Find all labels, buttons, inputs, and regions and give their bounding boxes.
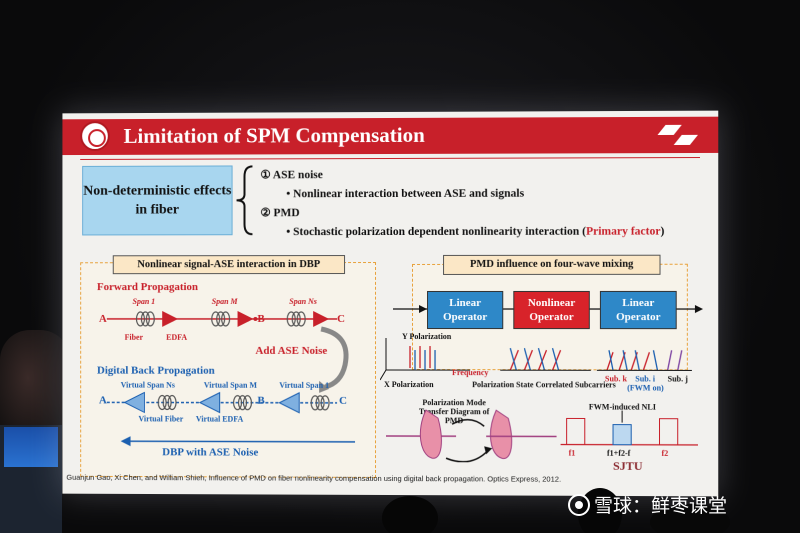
projected-slide: Limitation of SPM Compensation Non-deter…: [62, 110, 719, 497]
point-A-forward: A: [98, 312, 107, 325]
spanNs-label: Span Ns: [289, 297, 317, 306]
linear-operator-1: Linear Operator: [427, 290, 504, 330]
edfa-label: EDFA: [166, 332, 188, 342]
xueqiu-watermark: 雪球：鲜枣课堂: [568, 491, 727, 518]
non-deterministic-box: Non-deterministic effects in fiber: [82, 165, 233, 236]
vfiber-label: Virtual Fiber: [138, 414, 184, 424]
primary-factor-label: Primary factor: [585, 225, 661, 238]
spanM-label: Span M: [211, 297, 238, 306]
slide-title-bar: Limitation of SPM Compensation: [62, 116, 719, 156]
item-ase-detail: • Nonlinear interaction between ASE and …: [286, 187, 525, 201]
dbp-ase-label: DBP with ASE Noise: [162, 446, 259, 459]
pscs-label: Polarization State Correlated Subcarrier…: [472, 380, 616, 390]
dbp-link-diagram: [107, 390, 345, 418]
dbp-label: Digital Back Propagation: [96, 364, 215, 377]
y-polarization-label: Y Polarization: [401, 332, 452, 342]
nonlinear-operator: Nonlinear Operator: [513, 290, 590, 330]
podium-screen: [4, 427, 58, 467]
fwm-on-label: (FWM on): [627, 383, 664, 393]
xueqiu-logo-icon: [568, 493, 590, 516]
vspanNs-label: Virtual Span Ns: [120, 380, 175, 390]
effects-list: ① ASE noise • Nonlinear interaction betw…: [260, 165, 664, 242]
item-pmd-detail: • Stochastic polarization dependent nonl…: [286, 225, 665, 239]
x-polarization-label: X Polarization: [384, 379, 434, 390]
audience-silhouettes: [382, 488, 730, 533]
vedfa-label: Virtual EDFA: [195, 414, 244, 424]
university-logo-icon: [80, 121, 110, 152]
fiber-label: Fiber: [124, 332, 144, 342]
brace-icon: [237, 165, 254, 236]
span1-label: Span 1: [132, 297, 156, 306]
sub-i-label: Sub. i: [635, 374, 656, 384]
item-ase: ① ASE noise: [260, 169, 323, 182]
fwm-nli-spectrum: [561, 410, 702, 451]
dbp-ase-arrow-icon: [120, 436, 359, 447]
subcarrier-spectra-diagram: [380, 338, 702, 381]
vspan1-label: Virtual Span 1: [279, 380, 330, 390]
linear-operator-2: Linear Operator: [599, 290, 677, 330]
pmd-fwm-panel: PMD influence on four-wave mixing Linear…: [412, 254, 688, 371]
corner-logo-icon: [657, 124, 698, 146]
point-A-dbp: A: [98, 394, 107, 407]
f1-label: f1: [568, 448, 576, 458]
forward-link-diagram: [107, 307, 345, 337]
pmd-fwm-header: PMD influence on four-wave mixing: [443, 254, 661, 275]
title-separator: [80, 157, 701, 160]
signal-ase-header: Nonlinear signal-ASE interaction in DBP: [112, 255, 346, 275]
sub-j-label: Sub. j: [667, 374, 688, 384]
sub-k-label: Sub. k: [604, 374, 627, 384]
f2-label: f2: [661, 448, 669, 458]
frequency-label: Frequency: [452, 368, 489, 378]
item-pmd: ② PMD: [260, 207, 300, 220]
signal-ase-panel: Nonlinear signal-ASE interaction in DBP …: [80, 255, 377, 478]
forward-propagation-label: Forward Propagation: [96, 281, 199, 294]
loop-arrow-icon: [319, 326, 349, 394]
slide-title: Limitation of SPM Compensation: [123, 122, 425, 148]
watermark-text: 雪球：鲜枣课堂: [594, 495, 728, 517]
pmd-transfer-diagram: [386, 400, 567, 463]
vspanM-label: Virtual Span M: [203, 380, 257, 390]
f-mix-label: f1+f2-f: [606, 448, 631, 458]
podium: [0, 425, 62, 533]
